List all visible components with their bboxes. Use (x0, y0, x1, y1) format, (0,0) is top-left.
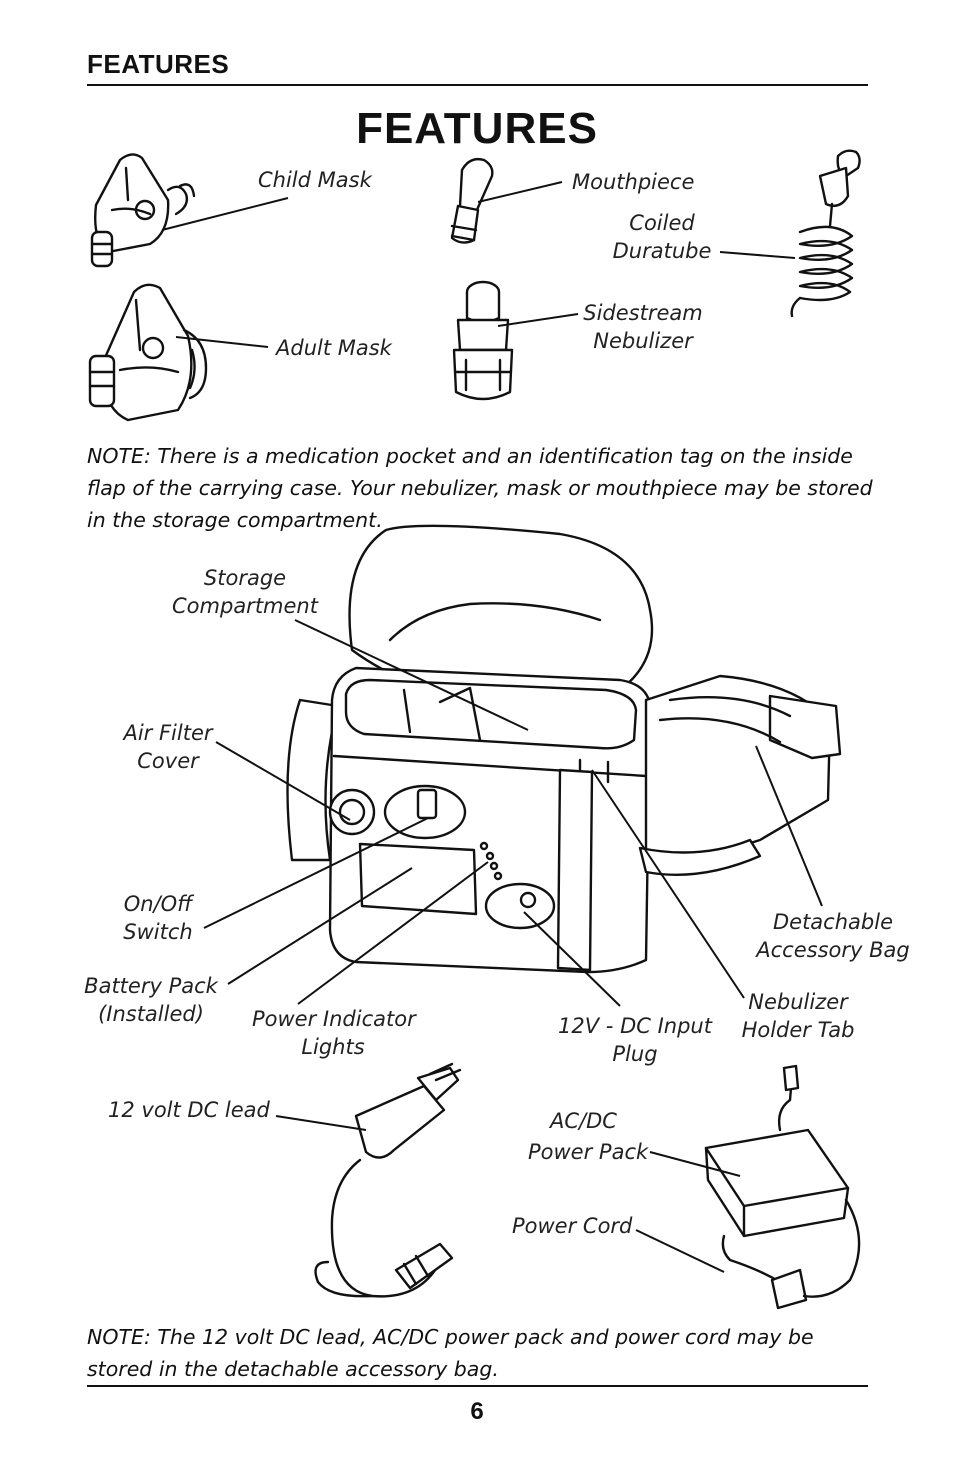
label-power-cord: Power Cord (512, 1214, 633, 1238)
page-number: 6 (470, 1398, 484, 1425)
label-battery-pack: Battery Pack (Installed) (84, 974, 218, 1026)
label-dc-input-plug: 12V - DC Input Plug (558, 1014, 712, 1066)
label-adult-mask: Adult Mask (276, 336, 392, 360)
label-child-mask: Child Mask (258, 168, 372, 192)
footer-rule (87, 1385, 868, 1387)
label-sidestream-nebulizer: Sidestream Nebulizer (583, 301, 703, 353)
label-power-indicator-lights: Power Indicator Lights (252, 1007, 416, 1059)
label-on-off-switch: On/Off Switch (123, 892, 193, 944)
label-dc-lead: 12 volt DC lead (108, 1098, 270, 1122)
label-coiled-duratube: Coiled Duratube (612, 211, 712, 263)
header-rule (87, 84, 868, 86)
sidestream-nebulizer-drawing (452, 280, 514, 401)
label-nebulizer-holder-tab: Nebulizer Holder Tab (741, 990, 855, 1042)
label-detachable-accessory-bag: Detachable Accessory Bag (756, 910, 910, 962)
mouthpiece-drawing (450, 157, 494, 244)
note-top: NOTE: There is a medication pocket and a… (87, 444, 873, 532)
dc-lead-drawing (314, 1062, 462, 1298)
label-acdc-power-pack: AC/DC Power Pack (528, 1109, 649, 1164)
adult-mask-drawing (88, 283, 208, 422)
label-mouthpiece: Mouthpiece (572, 170, 695, 194)
page-title: FEATURES (356, 104, 598, 153)
section-header: FEATURES (87, 49, 230, 79)
note-bottom: NOTE: The 12 volt DC lead, AC/DC power p… (87, 1325, 814, 1381)
acdc-power-pack-drawing (704, 1064, 861, 1310)
label-air-filter-cover: Air Filter Cover (123, 721, 213, 773)
child-mask-drawing (90, 153, 196, 268)
coiled-duratube-drawing (790, 149, 861, 318)
label-storage-compartment: Storage Compartment (172, 566, 318, 618)
leader-lines (161, 181, 823, 1273)
